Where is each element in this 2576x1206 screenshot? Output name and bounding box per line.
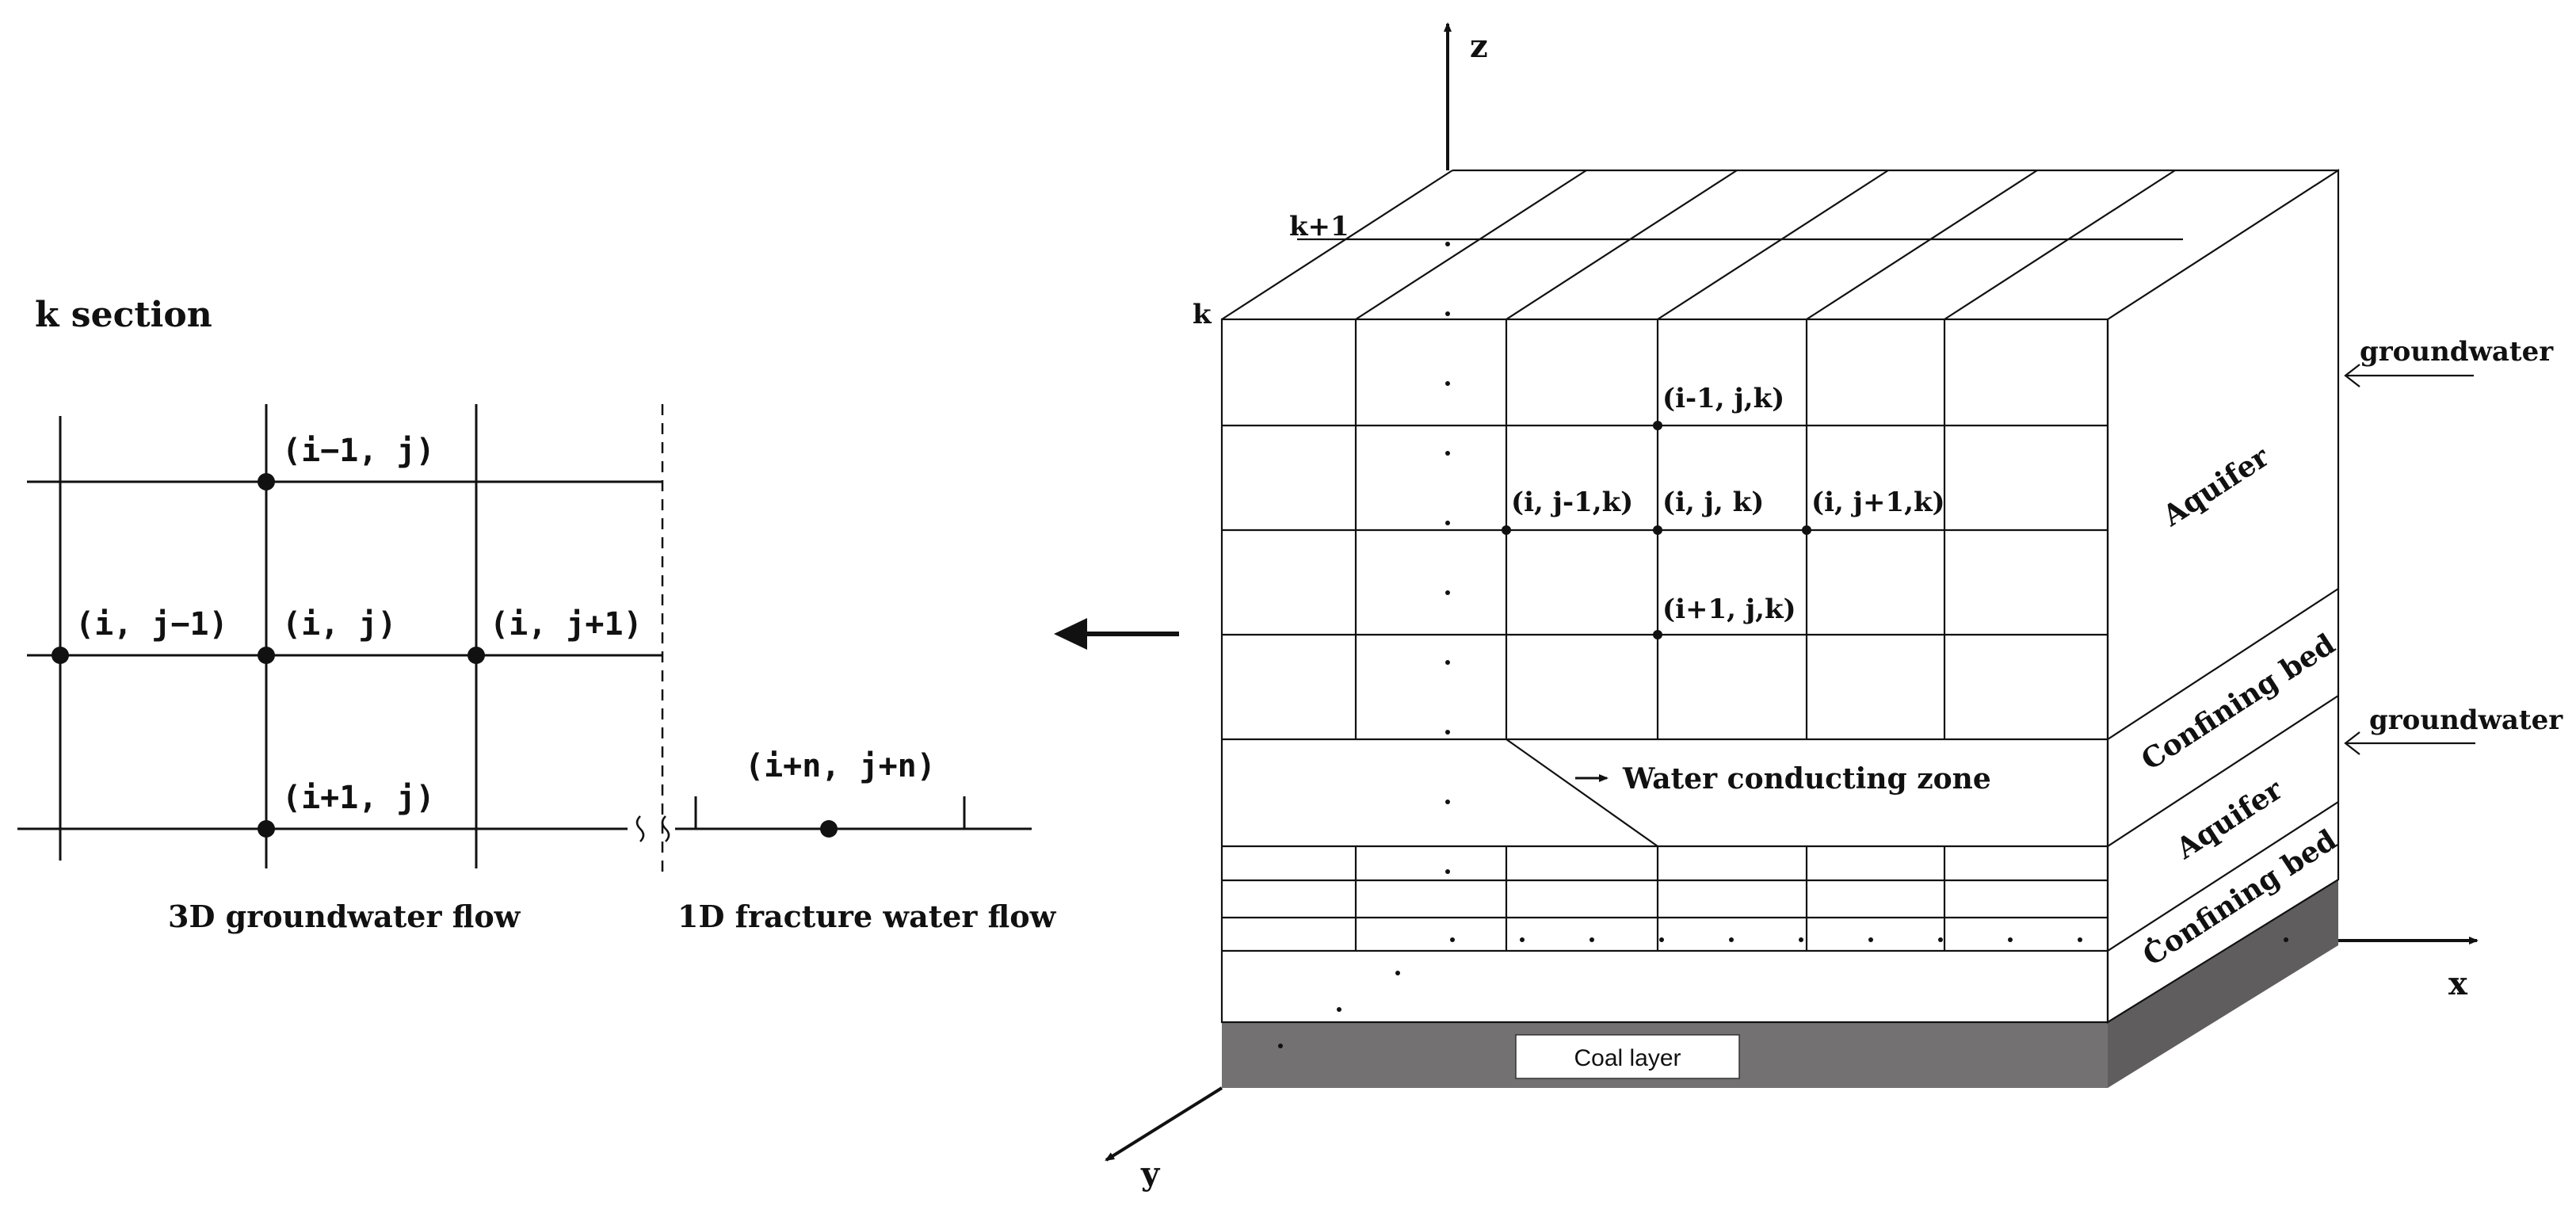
cell-label-center: (i, j, k)	[1662, 487, 1764, 518]
water-zone-edge	[1506, 738, 1658, 847]
side-face	[2106, 168, 2340, 1024]
dot-guides	[1278, 242, 2288, 1048]
groundwater-arrow-head-1	[2344, 364, 2360, 387]
block-node-right	[1802, 525, 1811, 535]
side-label-aquifer-top: Aquifer	[2156, 440, 2276, 533]
caption-1d-flow: 1D fracture water flow	[677, 899, 1057, 934]
cell-label-above: (i-1, j,k)	[1662, 383, 1784, 414]
axis-x-label: x	[2448, 965, 2468, 1002]
block-cell-labels: (i-1, j,k) (i, j-1,k) (i, j, k) (i, j+1,…	[1511, 383, 1945, 625]
groundwater-label-1: groundwater	[2360, 336, 2554, 368]
block-outline	[1220, 168, 2340, 1024]
cell-label-right: (i, j+1,k)	[1811, 487, 1945, 518]
top-col-line	[1506, 170, 1738, 320]
top-col-line	[1806, 170, 2038, 320]
axes	[1105, 22, 2479, 1162]
label-node-right: (i, j+1)	[490, 606, 643, 643]
layer-k-label: k	[1193, 299, 1212, 330]
caption-3d-flow: 3D groundwater flow	[168, 899, 521, 934]
label-node-center: (i, j)	[282, 606, 397, 643]
k-section-panel: k section (i−1, j) (i, j−1) (i, j)	[17, 295, 1057, 934]
break-mark	[635, 815, 645, 842]
block-node-above	[1653, 421, 1662, 430]
block-node-left	[1502, 525, 1511, 535]
grid-nodes	[52, 473, 838, 838]
block-node-below	[1653, 630, 1662, 639]
side-layer-labels: Aquifer Confining bed Aquifer Confining …	[2135, 440, 2342, 973]
side-label-aquifer-2: Aquifer	[2170, 773, 2289, 866]
break-mark	[661, 815, 670, 842]
axis-y-label: y	[1140, 1155, 1161, 1193]
node-above	[258, 473, 275, 490]
side-layer-line	[2107, 801, 2339, 952]
label-node-below: (i+1, j)	[282, 780, 435, 816]
coal-layer-label-box	[1515, 1034, 1740, 1079]
k-section-title: k section	[35, 295, 212, 335]
node-center	[258, 647, 275, 664]
coal-layer-side	[2108, 880, 2338, 1088]
top-col-line	[1944, 170, 2176, 320]
cell-label-left: (i, j-1,k)	[1511, 487, 1633, 518]
node-below	[258, 820, 275, 838]
node-right	[467, 647, 485, 664]
label-node-above: (i−1, j)	[282, 433, 435, 469]
top-col-line	[1657, 170, 1889, 320]
block-diagram: Coal layer	[1105, 22, 2563, 1193]
water-zone-label: Water conducting zone	[1622, 762, 1991, 796]
block-nodes	[1502, 421, 1811, 639]
link-arrow-head	[1054, 618, 1087, 650]
groundwater-arrow-head-2	[2344, 731, 2360, 755]
axis-z-label: z	[1470, 28, 1488, 65]
node-fracture	[820, 820, 838, 838]
block-node-center	[1653, 525, 1662, 535]
axis-y-line	[1105, 1086, 1223, 1162]
top-col-line	[1355, 170, 1587, 320]
cell-label-below: (i+1, j,k)	[1662, 593, 1796, 625]
groundwater-inflow-top: groundwater	[2344, 336, 2554, 387]
node-labels: (i−1, j) (i, j−1) (i, j) (i, j+1) (i+1, …	[75, 433, 936, 816]
top-edge	[1221, 170, 1453, 320]
groundwater-label-2: groundwater	[2369, 704, 2563, 736]
side-layer-line	[2107, 588, 2339, 740]
layer-k1-label: k+1	[1289, 211, 1349, 242]
coal-layer-label: Coal layer	[1574, 1045, 1681, 1071]
side-layer-line	[2107, 695, 2339, 847]
link-arrow	[1054, 618, 1179, 650]
label-node-fracture: (i+n, j+n)	[745, 748, 936, 784]
label-node-left: (i, j−1)	[75, 606, 228, 643]
side-label-confining-1: Confining bed	[2135, 628, 2341, 777]
groundwater-inflow-bottom: groundwater	[2344, 704, 2563, 755]
node-left	[52, 647, 69, 664]
